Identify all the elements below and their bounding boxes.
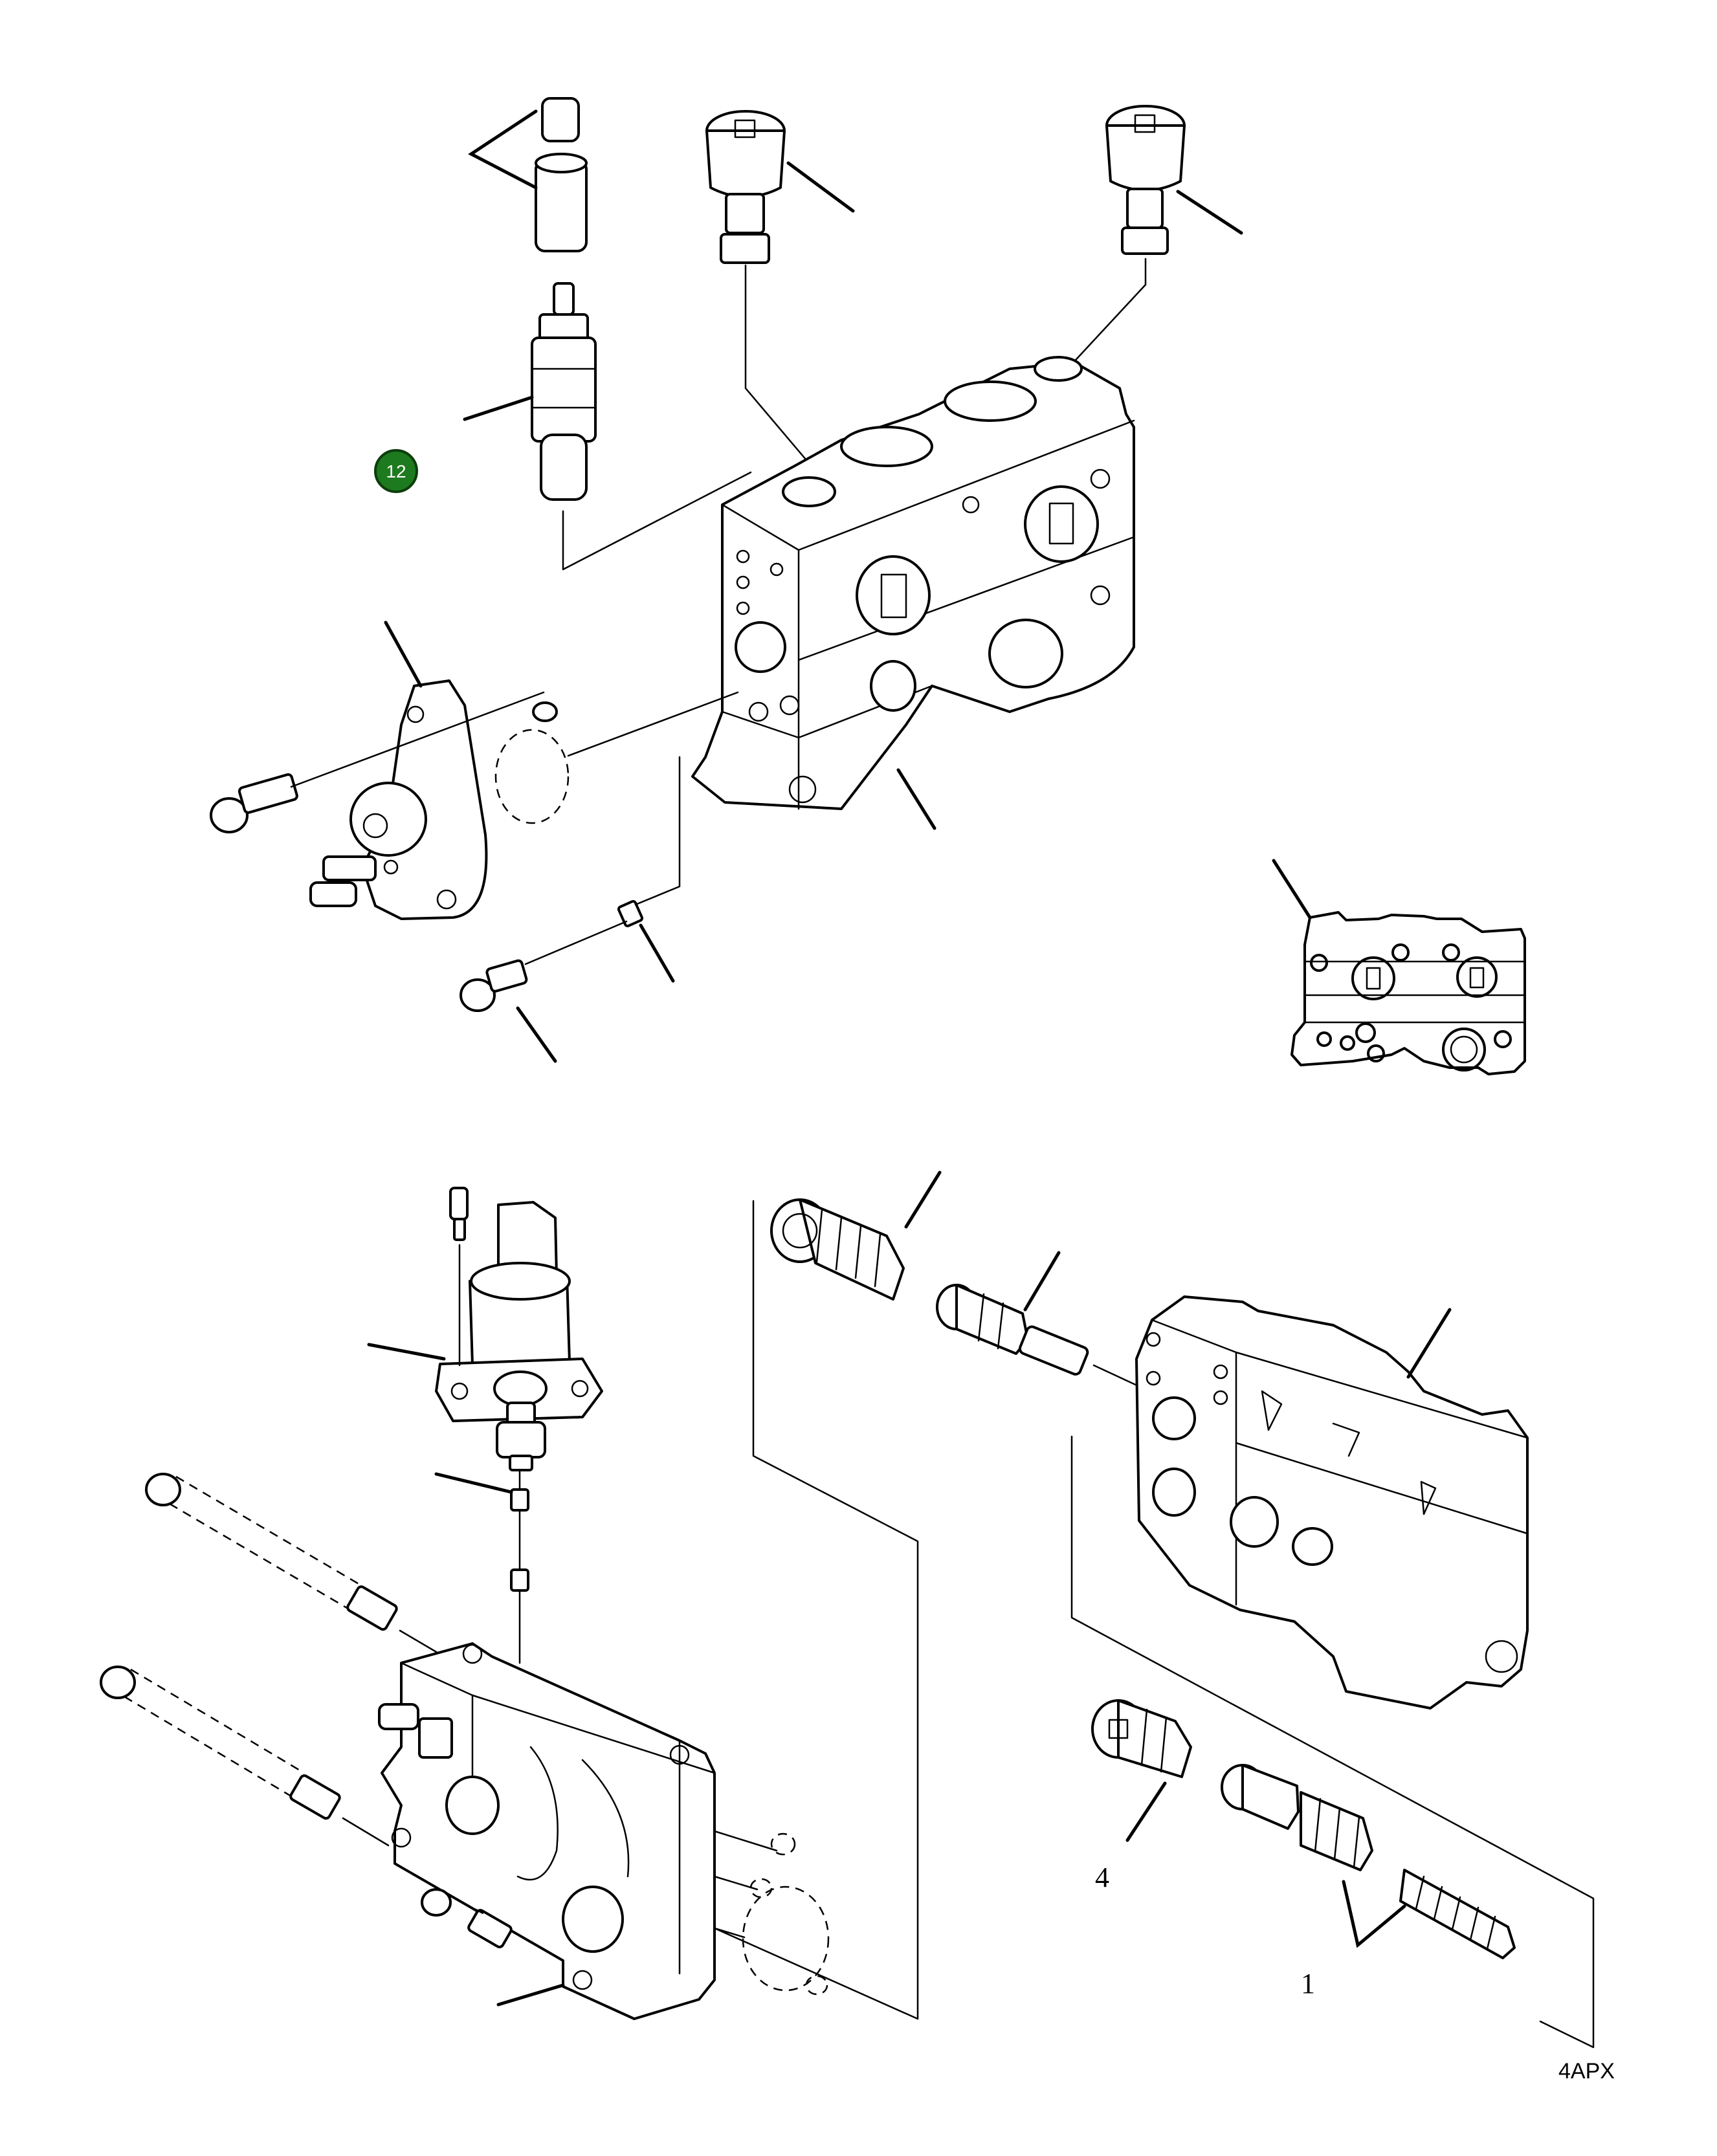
leader-line	[1176, 190, 1243, 235]
nut-part	[510, 1568, 529, 1592]
guide-line	[1060, 258, 1147, 377]
o-ring-large	[494, 729, 570, 824]
callout-4: 4	[1095, 1862, 1109, 1893]
leader-line	[896, 768, 936, 830]
group-bracket	[1070, 1435, 1595, 2049]
nut-part	[510, 1488, 529, 1512]
guide-line	[634, 756, 681, 906]
leader-line	[1342, 1880, 1406, 1948]
plug-item-4	[1091, 1699, 1192, 1778]
guide-line	[744, 264, 818, 474]
guide-line	[713, 1830, 778, 1852]
solenoid-actuator	[435, 1187, 603, 1471]
leader-line	[1023, 1251, 1061, 1312]
cap-screw	[210, 773, 298, 833]
o-ring	[770, 1832, 796, 1856]
drawing-code: 4APX	[1558, 2059, 1615, 2084]
guide-line	[713, 1875, 759, 1891]
valve-section-body-lower	[1135, 1295, 1529, 1710]
sleeve-part	[535, 153, 588, 252]
guide-line	[524, 920, 628, 965]
end-cap-plate	[309, 679, 488, 920]
leader-line	[384, 621, 423, 688]
badge-label: 12	[386, 461, 406, 481]
leader-line	[468, 109, 538, 190]
o-ring	[749, 1878, 773, 1898]
spring-piston-group	[1221, 1764, 1373, 1871]
side-view-inset	[1291, 911, 1526, 1075]
leader-line	[1125, 1781, 1167, 1842]
leader-line	[496, 1983, 565, 2007]
valve-section-body	[691, 356, 1135, 810]
relief-valve-left	[705, 110, 786, 264]
cap-part	[541, 97, 580, 142]
leader-line	[516, 1006, 557, 1063]
leader-line	[463, 395, 534, 421]
spool-spring	[770, 1198, 905, 1301]
leader-line	[367, 1343, 446, 1361]
small-bolt	[421, 1888, 513, 1948]
spool-piston	[936, 1284, 1089, 1376]
leader-line	[639, 923, 675, 983]
o-ring	[805, 1975, 828, 1996]
plug-part	[460, 959, 528, 1012]
end-cover	[378, 1642, 716, 2020]
guide-line	[342, 1817, 390, 1847]
tie-bolt-lower	[100, 1666, 341, 1820]
leader-line	[1272, 859, 1312, 919]
o-ring	[532, 701, 558, 722]
leader-line	[786, 161, 855, 213]
callout-1: 1	[1301, 1968, 1315, 1999]
leader-line	[434, 1472, 513, 1494]
o-ring-large	[742, 1886, 830, 1992]
guide-line	[562, 471, 752, 571]
callout-badge: 12	[374, 449, 418, 493]
spring	[1399, 1869, 1516, 1959]
nut-part	[617, 899, 644, 928]
pilot-cartridge	[531, 282, 597, 501]
guide-line	[567, 691, 739, 757]
leader-line	[904, 1171, 942, 1229]
leader-line	[1406, 1308, 1452, 1379]
guide-line	[290, 691, 545, 788]
relief-valve-right	[1105, 105, 1186, 255]
group-bracket	[713, 1200, 919, 2020]
tie-bolt-upper	[145, 1473, 398, 1631]
